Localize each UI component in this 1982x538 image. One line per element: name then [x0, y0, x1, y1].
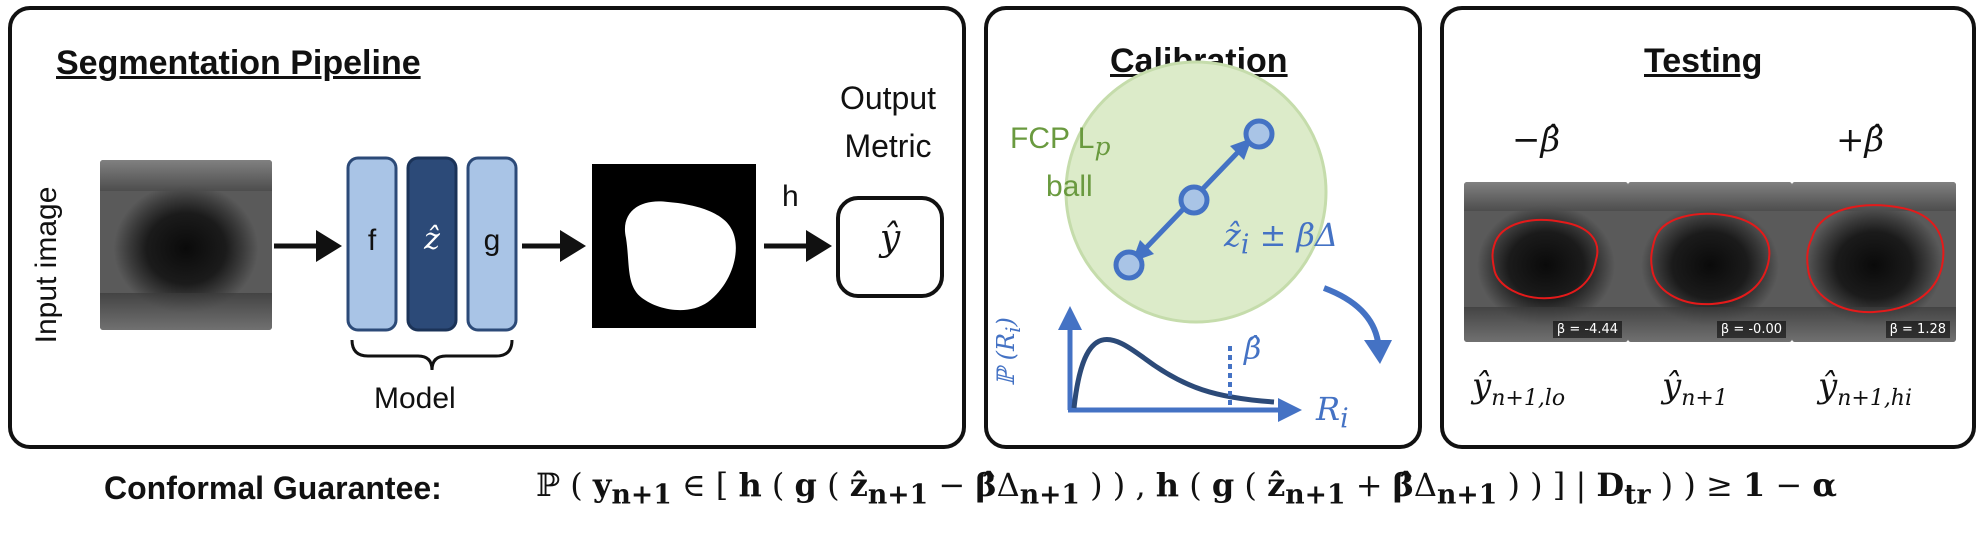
pipeline-title: Segmentation Pipeline [56, 44, 421, 82]
caption-lo: ŷn+1,lo [1472, 366, 1565, 411]
y-axis-label-text: ℙ (R [992, 332, 1020, 386]
model-block-g [466, 156, 518, 332]
output-symbol: ŷ [879, 218, 901, 259]
arrow-head-1 [316, 230, 342, 262]
caption-hi-main: ŷ [1818, 366, 1838, 406]
output-box [836, 196, 944, 298]
model-block-g-label: g [483, 224, 501, 257]
plus-beta-label: +β̂ [1836, 120, 1885, 160]
z-label-sub: i [1240, 229, 1250, 261]
beta-value-hi: β = 1.28 [1885, 321, 1950, 338]
curved-arrow-head [1364, 340, 1392, 364]
y-axis-head [1058, 306, 1082, 330]
caption-hi-sub: n+1,hi [1837, 385, 1913, 411]
test-image-hi: β = 1.28 [1792, 182, 1956, 342]
z-point-top [1243, 118, 1275, 150]
caption-hi: ŷn+1,hi [1818, 366, 1912, 411]
y-axis-label-sub: i [1000, 326, 1025, 333]
output-label-line2: Metric [844, 128, 932, 164]
caption-lo-sub: n+1,lo [1491, 385, 1566, 411]
z-point-bottom [1113, 249, 1145, 281]
conformal-guarantee-formula: ℙ ( yn+1 ∈ [ h ( g ( ẑn+1 − β̂Δn+1 ) ) ,… [536, 466, 1838, 511]
model-block-f-label: f [367, 224, 377, 257]
model-block-f [346, 156, 398, 332]
calibration-panel: Calibration FCP Lp ball ẑi ± βΔ ℙ (Ri) β… [984, 6, 1422, 449]
x-axis-label-text: R [1316, 390, 1341, 428]
model-block-z-label: ẑ [424, 222, 440, 257]
y-axis-label-end: ) [992, 317, 1020, 327]
caption-mid-sub: n+1 [1681, 385, 1728, 411]
fcp-label-sub: p [1094, 132, 1111, 161]
h-label: h [782, 180, 799, 213]
y-axis-label: ℙ (Ri) [992, 317, 1025, 386]
caption-mid-main: ŷ [1662, 366, 1682, 406]
z-point-center [1178, 184, 1210, 216]
test-image-lo: β = -4.44 [1464, 182, 1628, 342]
conformal-guarantee-label: Conformal Guarantee: [104, 470, 442, 506]
calibration-diagram [1058, 60, 1392, 422]
x-axis-head [1278, 398, 1302, 422]
minus-beta-label: −β̂ [1512, 120, 1561, 160]
beta-value-lo: β = -4.44 [1552, 321, 1622, 338]
output-label-line1: Output [839, 80, 937, 116]
segmentation-pipeline-panel: Segmentation Pipeline Input image f ẑ g … [8, 6, 966, 449]
z-perturbation-label: ẑi ± βΔ [1224, 216, 1338, 260]
caption-lo-main: ŷ [1472, 366, 1492, 406]
z-label-rest: ± βΔ [1249, 216, 1339, 254]
testing-panel: Testing −β̂ +β̂ β = -4.44 β = -0.00 β = … [1440, 6, 1976, 449]
contour-lo [1491, 218, 1599, 300]
fcp-ball-label: FCP Lp [1010, 122, 1111, 161]
arrow-head-2 [560, 230, 586, 262]
distribution-curve [1071, 337, 1275, 409]
pipeline-diagram [274, 156, 944, 371]
contour-mid [1650, 212, 1771, 306]
beta-hat-label: β̂ [1244, 332, 1262, 367]
x-axis-label: Ri [1316, 390, 1349, 434]
testing-title: Testing [1644, 42, 1763, 80]
x-axis-label-sub: i [1340, 403, 1349, 435]
caption-mid: ŷn+1 [1662, 366, 1728, 411]
z-label-main: ẑ [1224, 216, 1241, 254]
curved-arrow [1322, 285, 1381, 343]
input-ultrasound-image [100, 160, 272, 330]
model-block-z [406, 156, 458, 332]
test-image-mid: β = -0.00 [1628, 182, 1792, 342]
arrow-head-3 [806, 230, 832, 262]
perturbation-arrowhead-top [1230, 138, 1252, 160]
model-brace [350, 339, 514, 371]
model-label: Model [374, 382, 456, 415]
contour-hi [1806, 204, 1945, 314]
beta-value-mid: β = -0.00 [1716, 321, 1786, 338]
mask-blob [624, 201, 736, 311]
fcp-label-text: FCP L [1010, 122, 1095, 155]
fcp-ball-label-line2: ball [1046, 170, 1093, 203]
